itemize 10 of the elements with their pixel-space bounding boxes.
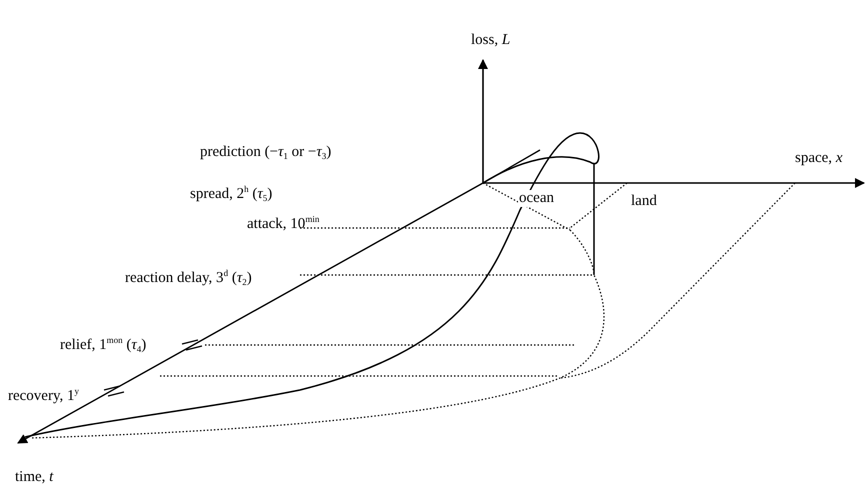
- region-label: ocean: [518, 190, 555, 207]
- line-label: recovery, 1$^{y}$: [8, 388, 79, 405]
- line-label: relief, 1$^{mon}$ (τ$_{4}$): [60, 337, 146, 354]
- line-label: prediction (−τ$_{1}$ or −τ$_{3}$): [200, 144, 332, 161]
- line-label: attack, 10$^{min}$: [247, 216, 320, 233]
- line-label: spread, 2$^{h}$ (τ$_{5}$): [190, 186, 272, 203]
- line-label: reaction delay, 3$^{d}$ (τ$_{2}$): [125, 270, 252, 287]
- axis-label: time, t: [15, 469, 54, 486]
- axis-label: space, x: [795, 150, 842, 167]
- axis-label: loss, L: [471, 32, 510, 49]
